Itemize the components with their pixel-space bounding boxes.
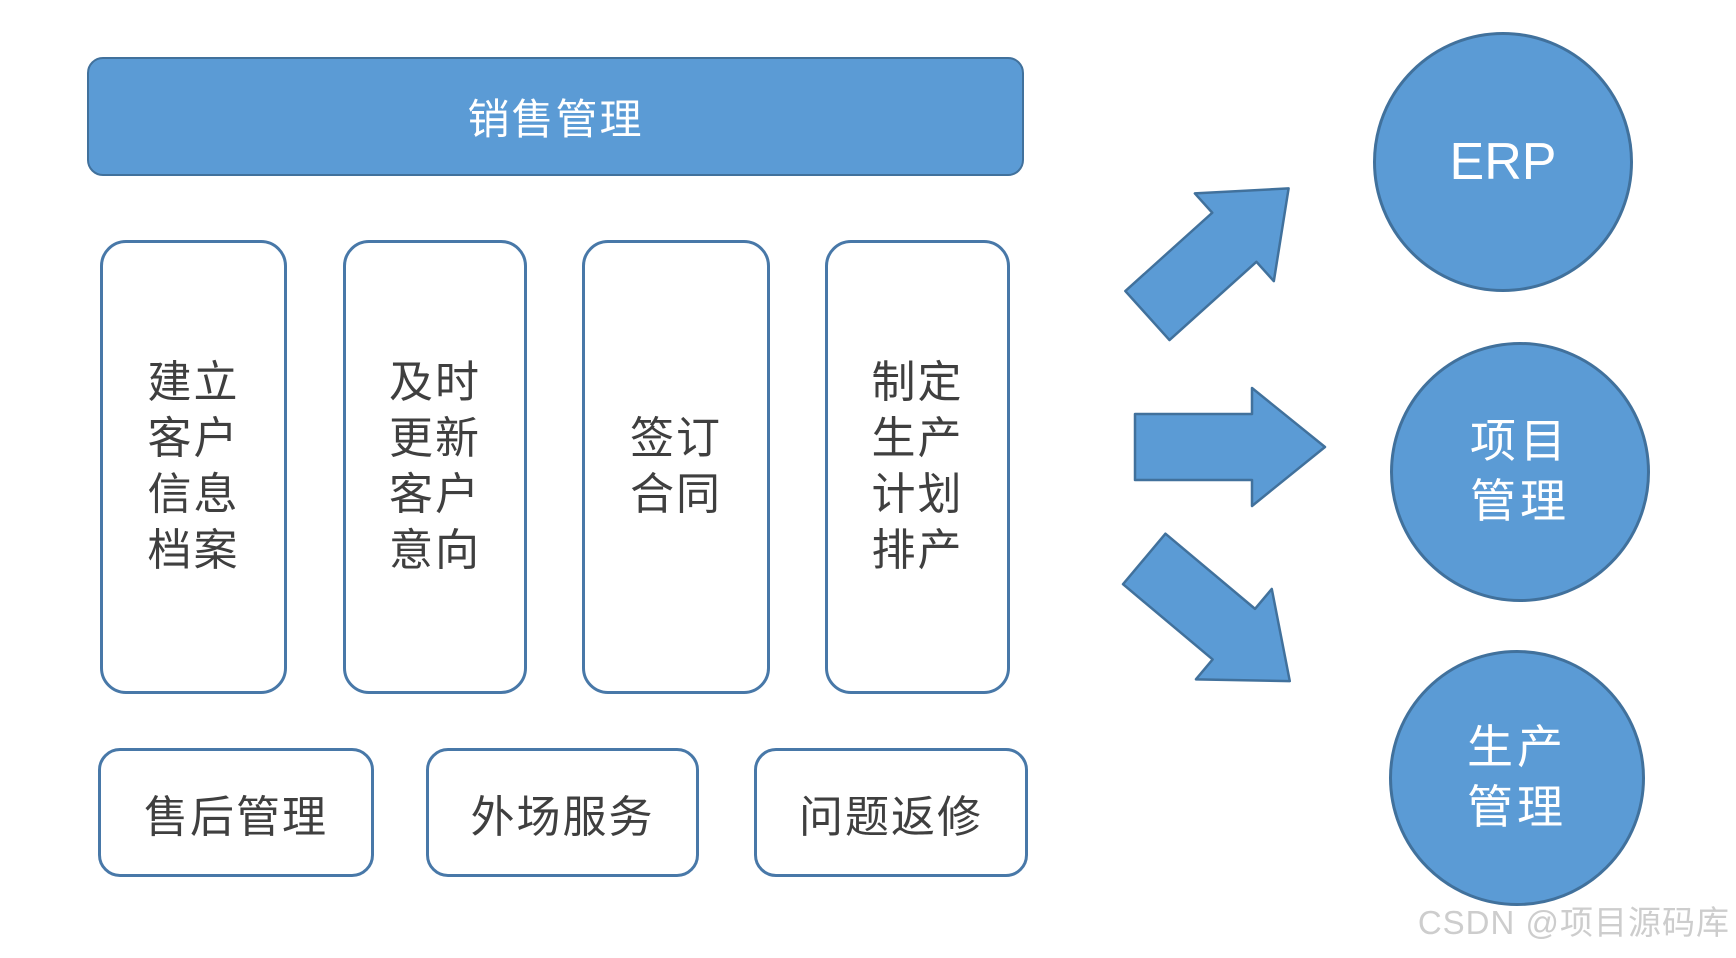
process-line: 客户: [389, 470, 481, 519]
aftersales-box: 售后管理: [98, 748, 374, 877]
process-line: 档案: [147, 525, 240, 575]
process-line: 签订: [630, 414, 722, 464]
process-line: 建立: [147, 358, 240, 408]
process-line: 生产: [871, 414, 964, 464]
erp-circle: ERP: [1373, 32, 1633, 292]
process-box-sign-contract: 签订 合同: [582, 240, 770, 694]
process-line: 信息: [147, 470, 240, 519]
csdn-watermark: CSDN @项目源码库: [1417, 904, 1730, 941]
project-management-line: 项目: [1470, 415, 1570, 468]
field-service-label: 外场服务: [470, 792, 655, 842]
production-management-line: 管理: [1467, 781, 1567, 833]
process-line: 制定: [871, 358, 964, 408]
rework-box: 问题返修: [754, 748, 1028, 877]
process-box-customer-archive: 建立 客户 信息 档案: [100, 240, 287, 694]
erp-label: ERP: [1449, 133, 1557, 191]
process-line: 排产: [871, 525, 964, 575]
rework-label: 问题返修: [799, 792, 983, 842]
process-line: 合同: [630, 470, 722, 519]
arrow-to-production-management-icon: [1121, 532, 1292, 683]
process-line: 及时: [389, 358, 481, 408]
process-line: 计划: [871, 470, 964, 519]
arrow-to-project-management-icon: [1133, 386, 1327, 508]
production-management-line: 生产: [1467, 721, 1567, 774]
process-box-update-intent: 及时 更新 客户 意向: [343, 240, 527, 694]
field-service-box: 外场服务: [426, 748, 699, 877]
process-line: 意向: [389, 525, 481, 575]
project-management-line: 管理: [1470, 475, 1570, 527]
aftersales-label: 售后管理: [144, 792, 328, 842]
arrow-to-erp-icon: [1124, 187, 1290, 342]
project-management-circle: 项目 管理: [1390, 342, 1650, 602]
process-box-production-plan: 制定 生产 计划 排产: [825, 240, 1010, 694]
process-line: 客户: [147, 414, 240, 464]
sales-management-label: 销售管理: [467, 96, 644, 143]
production-management-circle: 生产 管理: [1389, 650, 1645, 906]
sales-management-header: 销售管理: [87, 57, 1024, 176]
process-line: 更新: [389, 414, 481, 464]
